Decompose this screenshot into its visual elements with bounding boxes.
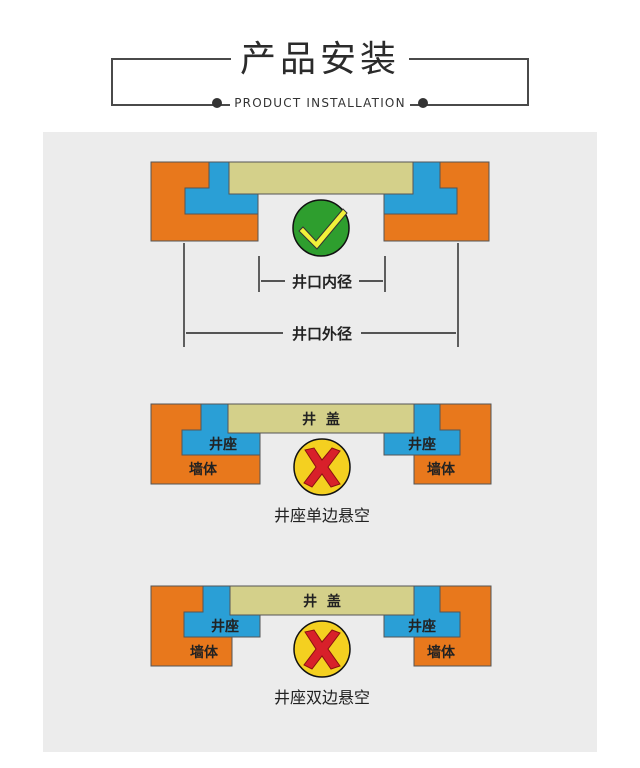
page-title: 产品安装 bbox=[239, 39, 400, 80]
wall-left-label: 墙体 bbox=[189, 461, 218, 478]
seat-right-label: 井座 bbox=[408, 618, 436, 635]
manhole-lid bbox=[229, 585, 415, 616]
wall-right-label: 墙体 bbox=[427, 644, 456, 661]
lid-label: 井 盖 bbox=[302, 411, 340, 428]
caption: 井座双边悬空 bbox=[274, 688, 370, 707]
lid-label: 井 盖 bbox=[303, 593, 341, 610]
inner-diameter-label: 井口内径 bbox=[292, 273, 352, 291]
page-subtitle: PRODUCT INSTALLATION bbox=[230, 96, 410, 110]
check-icon bbox=[292, 199, 350, 257]
wall-right-label: 墙体 bbox=[427, 461, 456, 478]
manhole-lid bbox=[227, 403, 415, 434]
bullet-dot-left bbox=[212, 98, 223, 108]
cross-icon bbox=[293, 438, 351, 496]
manhole-lid bbox=[228, 161, 414, 195]
wall-left-label: 墙体 bbox=[190, 644, 219, 661]
bullet-dot-right bbox=[417, 98, 428, 108]
outer-diameter-label: 井口外径 bbox=[292, 325, 352, 343]
header: 产品安装 PRODUCT INSTALLATION bbox=[0, 0, 640, 130]
caption: 井座单边悬空 bbox=[274, 506, 370, 525]
seat-left-label: 井座 bbox=[209, 436, 237, 453]
seat-left-label: 井座 bbox=[211, 618, 239, 635]
cross-icon bbox=[293, 620, 351, 678]
diagram-correct: 井口内径 井口外径 bbox=[150, 161, 490, 347]
diagram-double-hang: 井 盖 井座 井座 墙体 墙体 井座双边悬空 bbox=[150, 585, 492, 707]
subtitle-row: PRODUCT INSTALLATION bbox=[0, 95, 640, 111]
diagram-single-hang: 井 盖 井座 井座 墙体 墙体 井座单边悬空 bbox=[150, 403, 492, 525]
seat-right-label: 井座 bbox=[408, 436, 436, 453]
